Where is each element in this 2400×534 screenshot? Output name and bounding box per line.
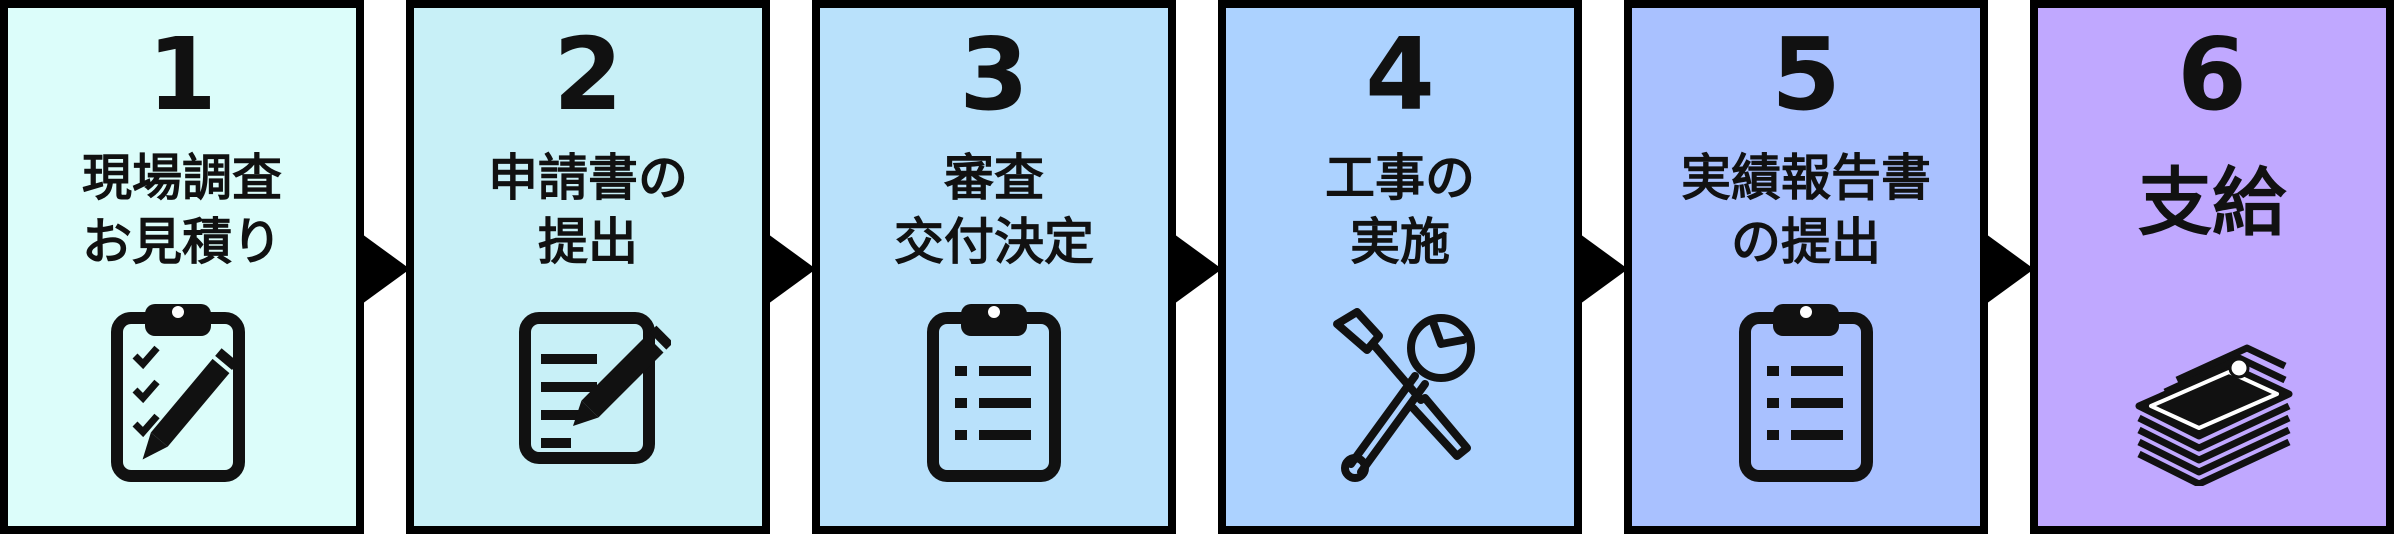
step-label: 現場調査 お見積り [8,146,356,274]
step-label-line: 申請書の [488,149,688,207]
step-label: 工事の 実施 [1226,146,1574,274]
step-number: 6 [2177,16,2247,133]
arrow-right-icon [1174,234,1222,304]
tools-icon [1333,308,1475,482]
step-label-line: 工事の [1325,149,1475,207]
clipboard-list-icon [1739,304,1873,482]
step-number: 2 [553,16,623,133]
step-label-line: 実施 [1350,213,1450,271]
arrow-right-icon [1986,234,2034,304]
step-label: 実績報告書 の提出 [1632,146,1980,274]
step-2: 2 申請書の 提出 [406,0,770,534]
step-label-line: 審査 [944,149,1044,207]
step-label: 審査 交付決定 [820,146,1168,274]
arrow-right-icon [768,234,816,304]
step-4: 4 工事の 実施 [1218,0,1582,534]
clipboard-checklist-pen-icon [111,304,245,482]
step-label-line: 交付決定 [894,213,1094,271]
step-1: 1 現場調査 お見積り [0,0,364,534]
step-label-line: の提出 [1731,213,1881,271]
step-number: 4 [1365,16,1435,133]
step-label: 申請書の 提出 [414,146,762,274]
step-5: 5 実績報告書 の提出 [1624,0,1988,534]
step-label-line: 支給 [2138,160,2286,246]
step-label-line: お見積り [82,213,282,271]
step-number: 5 [1771,16,1841,133]
step-number: 1 [147,16,217,133]
step-6: 6 支給 [2030,0,2394,534]
step-label-line: 提出 [538,213,638,271]
clipboard-list-icon [927,304,1061,482]
step-label: 支給 [2038,158,2386,248]
step-3: 3 審査 交付決定 [812,0,1176,534]
arrow-right-icon [362,234,410,304]
step-label-line: 現場調査 [82,149,282,207]
arrow-right-icon [1580,234,1628,304]
money-stack-icon [2135,344,2293,486]
document-edit-icon [519,312,671,464]
step-label-line: 実績報告書 [1681,149,1931,207]
step-number: 3 [959,16,1029,133]
